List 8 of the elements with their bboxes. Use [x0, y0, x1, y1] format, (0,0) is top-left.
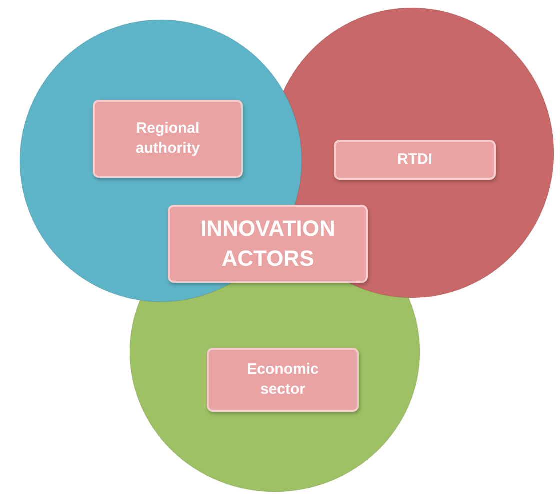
- node-label: Regional authority: [134, 118, 202, 159]
- node-label: RTDI: [398, 150, 432, 170]
- node-label: INNOVATION ACTORS: [200, 215, 336, 273]
- label-box: [93, 100, 243, 178]
- label-box: [168, 205, 368, 283]
- node-label: Economic sector: [246, 360, 320, 400]
- label-box: [207, 348, 359, 412]
- label-box: [334, 140, 496, 180]
